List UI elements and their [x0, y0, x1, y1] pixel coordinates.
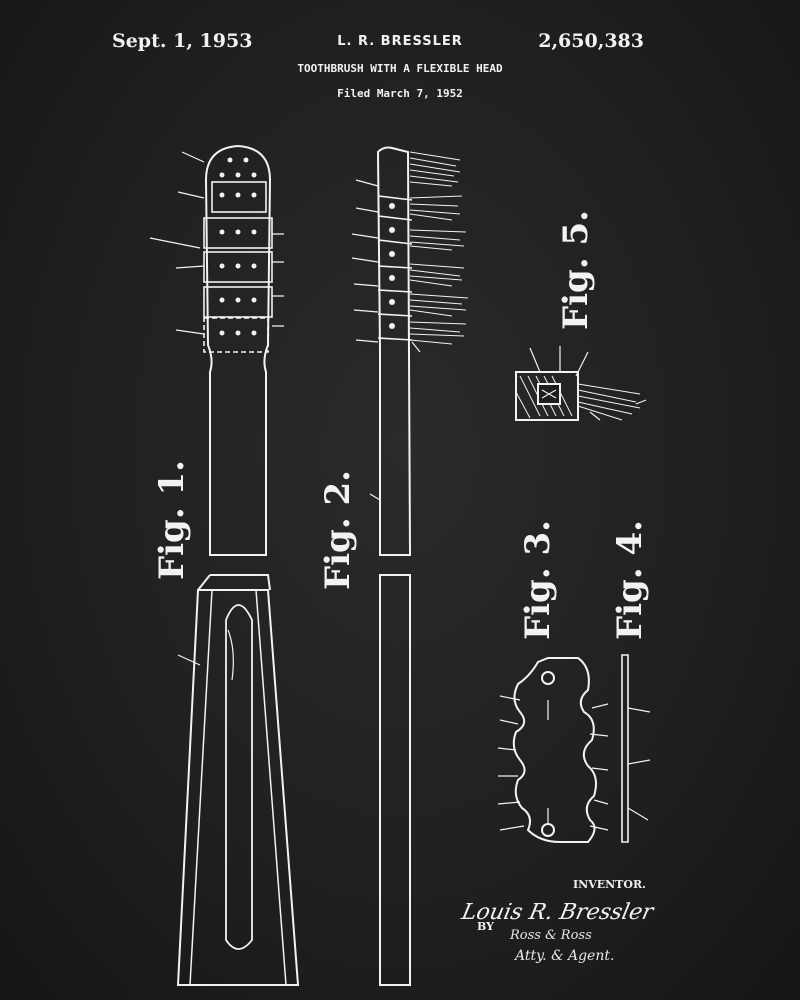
- fig4-insert-edge: [621, 654, 651, 843]
- patent-number: 2,650,383: [538, 30, 644, 52]
- fig5-section: [515, 346, 647, 421]
- fig2-bristles: [409, 151, 469, 345]
- fig1-brush-head: [149, 144, 284, 556]
- fig3-insert: [497, 657, 609, 843]
- filed-date: Filed March 7, 1952: [337, 87, 463, 100]
- fig1-label: Fig. 1.: [152, 460, 192, 580]
- fig1-handle: [176, 574, 300, 986]
- fig5-label: Fig. 5.: [556, 210, 596, 330]
- fig3-label: Fig. 3.: [518, 520, 558, 640]
- patent-date: Sept. 1, 1953: [112, 30, 253, 52]
- inventor-header: L. R. BRESSLER: [337, 34, 463, 49]
- inventor-label: INVENTOR.: [573, 878, 646, 891]
- attorney-title: Atty. & Agent.: [515, 948, 615, 964]
- fig2-brush-side: [351, 146, 469, 986]
- fig2-label: Fig. 2.: [318, 470, 358, 590]
- by-label: BY: [477, 920, 494, 933]
- fig4-label: Fig. 4.: [610, 520, 650, 640]
- patent-title: TOOTHBRUSH WITH A FLEXIBLE HEAD: [297, 62, 503, 75]
- attorney-signature: Ross & Ross: [510, 928, 592, 943]
